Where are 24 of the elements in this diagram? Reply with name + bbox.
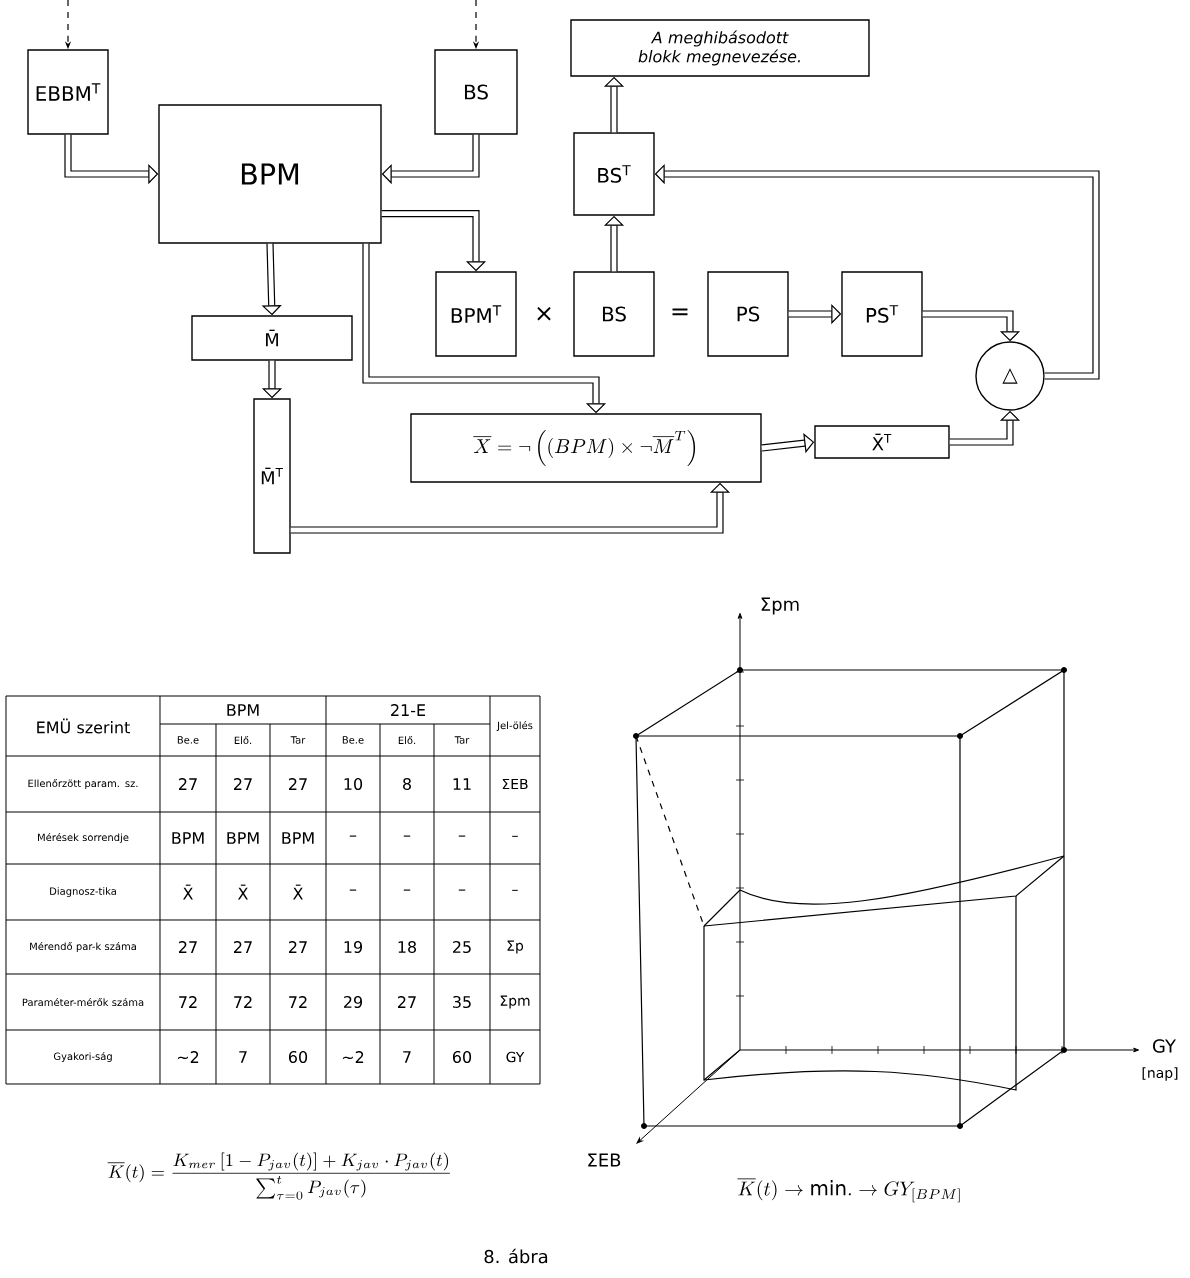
block-box: BS — [573, 271, 655, 357]
arrow — [922, 310, 1021, 342]
block-box: EBBM$^{T}$ — [27, 49, 109, 135]
block-box: PS — [707, 271, 789, 357]
arrow — [381, 210, 487, 272]
block-box: BPM$^{T}$ — [435, 271, 517, 357]
block-box: BPM — [158, 104, 382, 244]
block-box: PS$^{T}$ — [841, 271, 923, 357]
caption: 8. ábra — [484, 1248, 548, 1264]
block-box: BS — [434, 49, 518, 135]
axis-label: ΣEB — [588, 1153, 621, 1167]
operator-sign: = — [672, 308, 688, 316]
operator-sign: × — [537, 306, 551, 321]
axis-label: GY — [1153, 1039, 1177, 1053]
block-box: X̄$^{T}$ — [814, 425, 950, 459]
block-box: M̄$^{T}$ — [253, 398, 291, 554]
block-box: BS$^{T}$ — [573, 132, 655, 216]
formula: $\overline{K}(t)\rightarrow \mathrm{min.}\rightarrow GY_{[BPM]}$ — [737, 1178, 960, 1203]
arrow — [381, 134, 480, 185]
formula-box: $\overline{X}=\neg\left(\left(BPM\right)\times\neg\overline{M}^{T}\right)$ — [410, 413, 762, 483]
formula: $\overline{K}(t)=\frac{K_{mer}\left[1-P_{jav}(t)\right]+K_{jav}\cdot P_{jav}(t)}{\sum_{\tau=0}^{t}P_{jav}(\tau)}$ — [107, 1152, 450, 1200]
arrow — [362, 243, 607, 414]
block-box: M̄ — [191, 315, 353, 361]
axis-label: Σpm — [761, 597, 799, 615]
